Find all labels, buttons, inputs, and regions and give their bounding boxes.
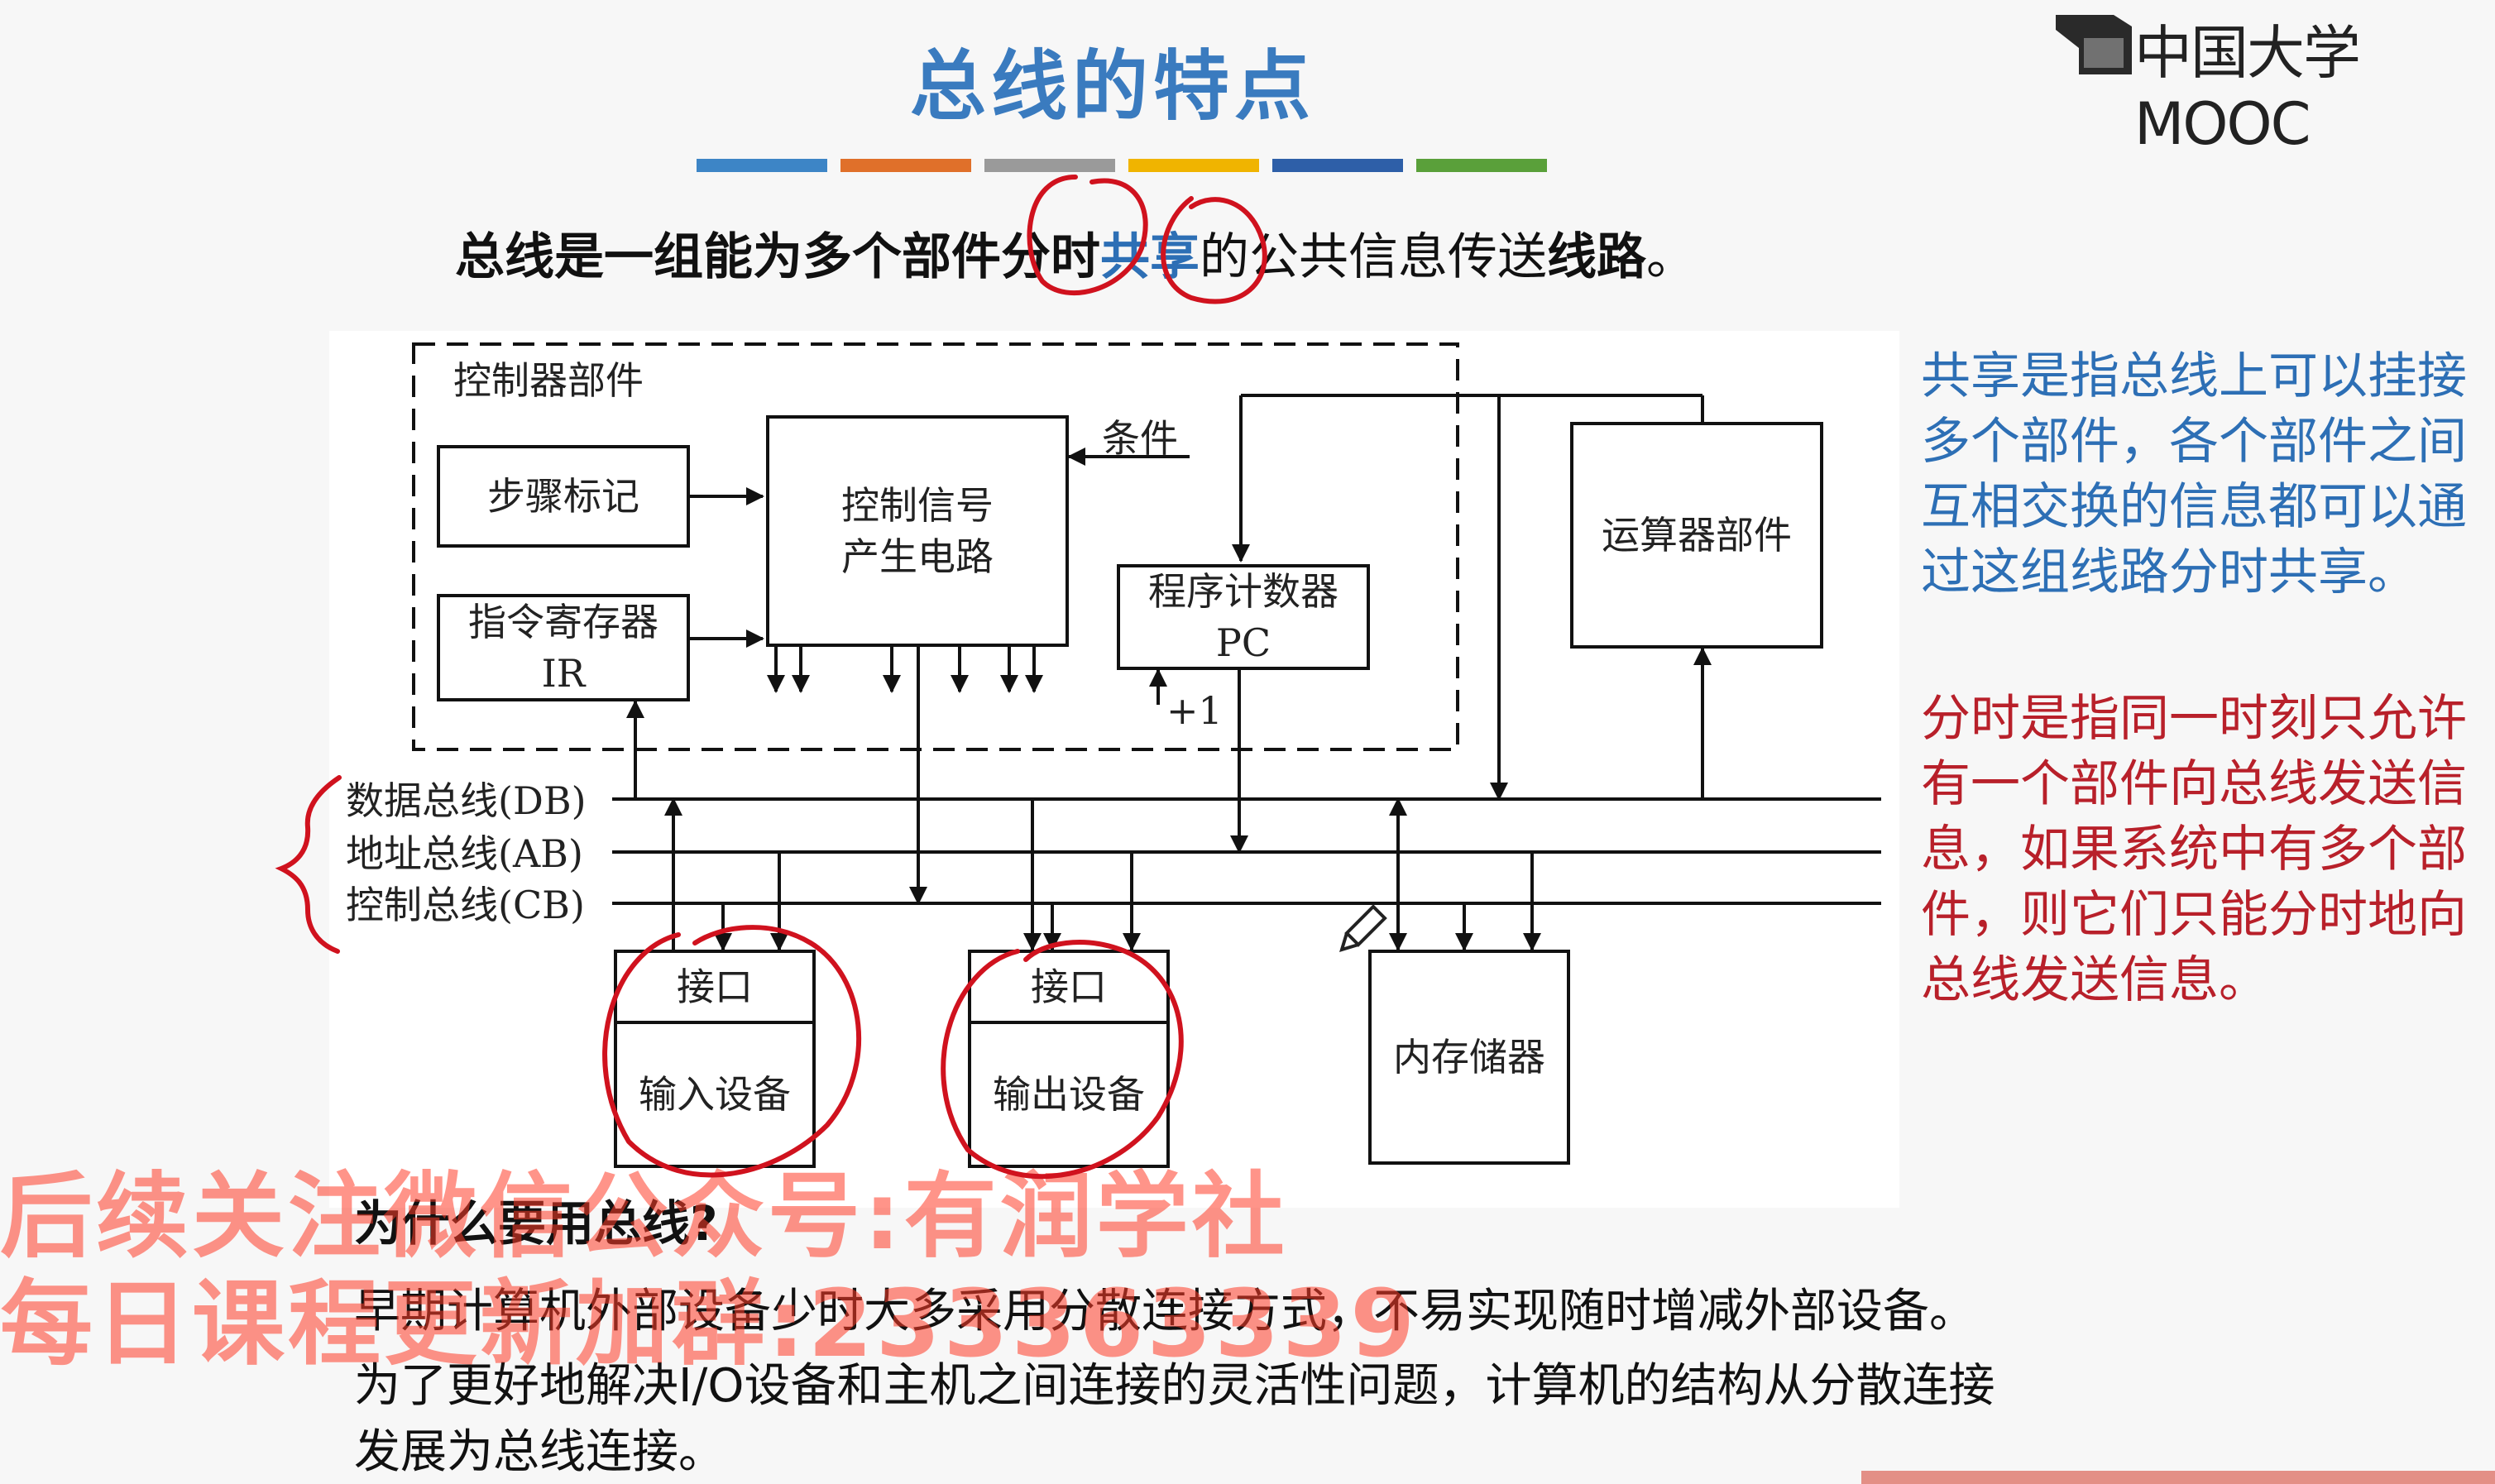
memory-box: 内存储器 — [1368, 950, 1570, 1165]
controller-label: 控制器部件 — [453, 358, 644, 403]
mooc-logo-text: 中国大学MOOC — [2134, 19, 2361, 158]
color-rule-segment-1 — [697, 159, 827, 172]
color-rule-segment-2 — [840, 159, 971, 172]
definition-end: 。 — [1646, 228, 1696, 286]
ir-line1: 指令寄存器 — [468, 600, 658, 644]
program-counter-box: 程序计数器 PC — [1117, 564, 1370, 670]
definition-emphasis-timeshare: 分时 — [1001, 228, 1100, 286]
footer-strip — [1861, 1471, 2495, 1484]
output-interface-label: 接口 — [971, 953, 1166, 1024]
plus-one-label: +1 — [1166, 688, 1223, 733]
output-device-label: 输出设备 — [993, 1072, 1145, 1117]
title-color-rule — [697, 159, 1549, 172]
mooc-logo-icon — [2056, 15, 2132, 74]
input-device-label: 输入设备 — [639, 1072, 791, 1117]
color-rule-segment-6 — [1416, 159, 1547, 172]
address-bus-label: 地址总线(AB) — [346, 831, 583, 876]
definition-emphasis-share: 共享 — [1100, 228, 1200, 286]
instruction-register-box: 指令寄存器 IR — [437, 594, 690, 701]
pc-line2: PC — [1215, 620, 1271, 665]
input-interface-label: 接口 — [617, 953, 812, 1024]
diagram-lines — [412, 342, 1881, 951]
color-rule-segment-4 — [1128, 159, 1259, 172]
alu-label: 运算器部件 — [1602, 513, 1792, 558]
why-bus-heading: 为什么要用总线? — [354, 1195, 718, 1252]
ir-line2: IR — [541, 651, 586, 696]
slide-title: 总线的特点 — [909, 42, 1315, 131]
share-explanation: 共享是指总线上可以挂接多个部件，各个部件之间互相交换的信息都可以通过这组线路分时… — [1921, 347, 2467, 601]
control-bus-label: 控制总线(CB) — [346, 883, 585, 927]
step-marker-label: 步骤标记 — [487, 474, 639, 519]
definition-middle: 的公共信息传送 — [1200, 228, 1547, 286]
signal-circuit-line2: 产生电路 — [841, 534, 994, 579]
signal-circuit-line1: 控制信号 — [841, 483, 994, 528]
timeshare-explanation: 分时是指同一时刻只允许有一个部件向总线发送信息，如果系统中有多个部件，则它们只能… — [1921, 690, 2467, 1009]
condition-label: 条件 — [1102, 416, 1178, 461]
watermark-line-1: 后续关注微信公众号:有润学社 — [0, 1163, 1288, 1271]
data-bus-label: 数据总线(DB) — [346, 778, 587, 823]
alu-box: 运算器部件 — [1570, 422, 1823, 649]
color-rule-segment-5 — [1272, 159, 1403, 172]
step-marker-box: 步骤标记 — [437, 445, 690, 548]
memory-label: 内存储器 — [1393, 1035, 1545, 1079]
why-bus-paragraph-2-line1: 为了更好地解决I/O设备和主机之间连接的灵活性问题，计算机的结构从分散连接 — [354, 1359, 1995, 1413]
signal-circuit-box: 控制信号 产生电路 — [766, 415, 1069, 647]
input-device-box: 接口 输入设备 — [614, 950, 816, 1168]
color-rule-segment-3 — [984, 159, 1115, 172]
pc-line1: 程序计数器 — [1148, 569, 1338, 614]
bus-structure-diagram: 控制器部件 步骤标记 控制信号 产生电路 指令寄存器 IR 条件 程序计数器 P… — [329, 331, 1899, 1208]
why-bus-paragraph-1: 早期计算机外部设备少时大多采用分散连接方式，不易实现随时增减外部设备。 — [354, 1285, 1975, 1338]
controller-boundary — [412, 342, 1459, 751]
bus-definition: 总线是一组能为多个部件分时共享的公共信息传送线路。 — [455, 217, 1696, 289]
definition-lines: 线路 — [1547, 228, 1646, 286]
output-device-box: 接口 输出设备 — [968, 950, 1170, 1168]
definition-start: 总线是一组能为多个部件 — [455, 228, 1001, 286]
why-bus-paragraph-2-line2: 发展为总线连接。 — [354, 1425, 725, 1479]
watermark-line-2: 每日课程更新加群:233363339 — [0, 1271, 1419, 1378]
